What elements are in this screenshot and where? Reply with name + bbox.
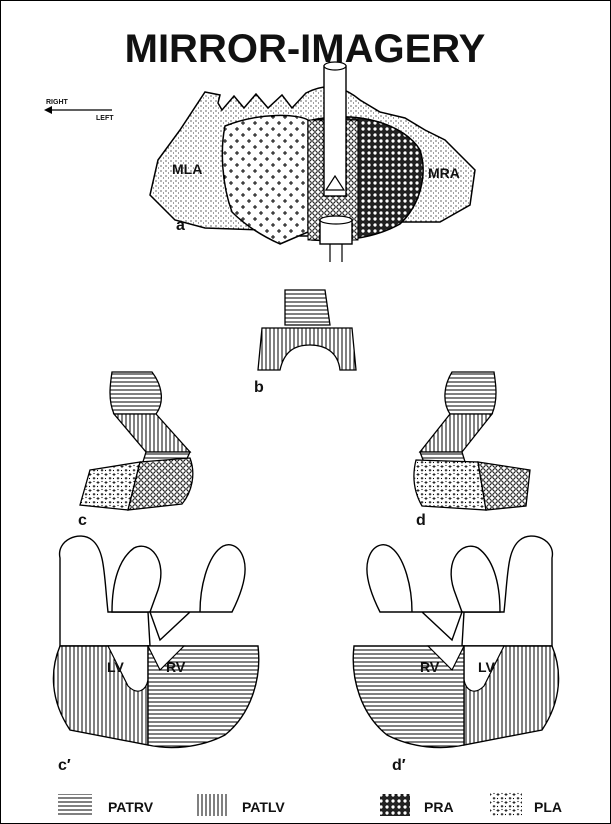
panel-c-prime-ventricles: LV RV c′ (53, 536, 258, 774)
c-prime-lv-label: LV (107, 659, 125, 675)
legend-label-patrv: PATRV (108, 799, 154, 815)
panel-a-letter: a (176, 217, 185, 234)
vertical-hatch-swatch (196, 794, 228, 816)
orientation-left-label: LEFT (96, 115, 114, 122)
panel-a-atria: MLA MRA a (150, 62, 475, 262)
panel-d-prime-ventricles: RV LV d′ (353, 536, 558, 774)
c-prime-rv-label: RV (166, 659, 186, 675)
horizontal-hatch-swatch (58, 794, 92, 816)
figure-title: MIRROR-IMAGERY (125, 27, 486, 71)
orientation-indicator: RIGHT LEFT (44, 99, 114, 122)
panel-d-prime-letter: d′ (392, 757, 406, 774)
panel-b-heart-tube: b (254, 290, 356, 396)
panel-c-looping-tube: c (78, 372, 193, 529)
legend-label-patlv: PATLV (242, 799, 285, 815)
legend-label-pra: PRA (424, 799, 454, 815)
arrow-left-icon (44, 106, 52, 114)
legend-item-patrv: PATRV (58, 794, 154, 816)
mla-label: MLA (172, 161, 202, 177)
panel-c-prime-letter: c′ (58, 757, 71, 774)
panel-d-letter: d (416, 512, 426, 529)
legend: PATRV PATLV PRA PLA (58, 792, 562, 816)
d-prime-lv-label: LV (478, 659, 496, 675)
legend-label-pla: PLA (534, 799, 562, 815)
mra-label: MRA (428, 165, 460, 181)
panel-c-letter: c (78, 512, 87, 529)
panel-b-letter: b (254, 379, 264, 396)
circle-pattern-swatch (380, 794, 410, 816)
legend-item-patlv: PATLV (196, 794, 285, 816)
legend-item-pra: PRA (380, 794, 454, 816)
d-prime-rv-label: RV (420, 659, 440, 675)
panel-d-looping-tube: d (414, 372, 530, 529)
speckle-pattern-swatch (490, 792, 522, 816)
legend-item-pla: PLA (490, 792, 562, 816)
orientation-right-label: RIGHT (46, 99, 69, 106)
